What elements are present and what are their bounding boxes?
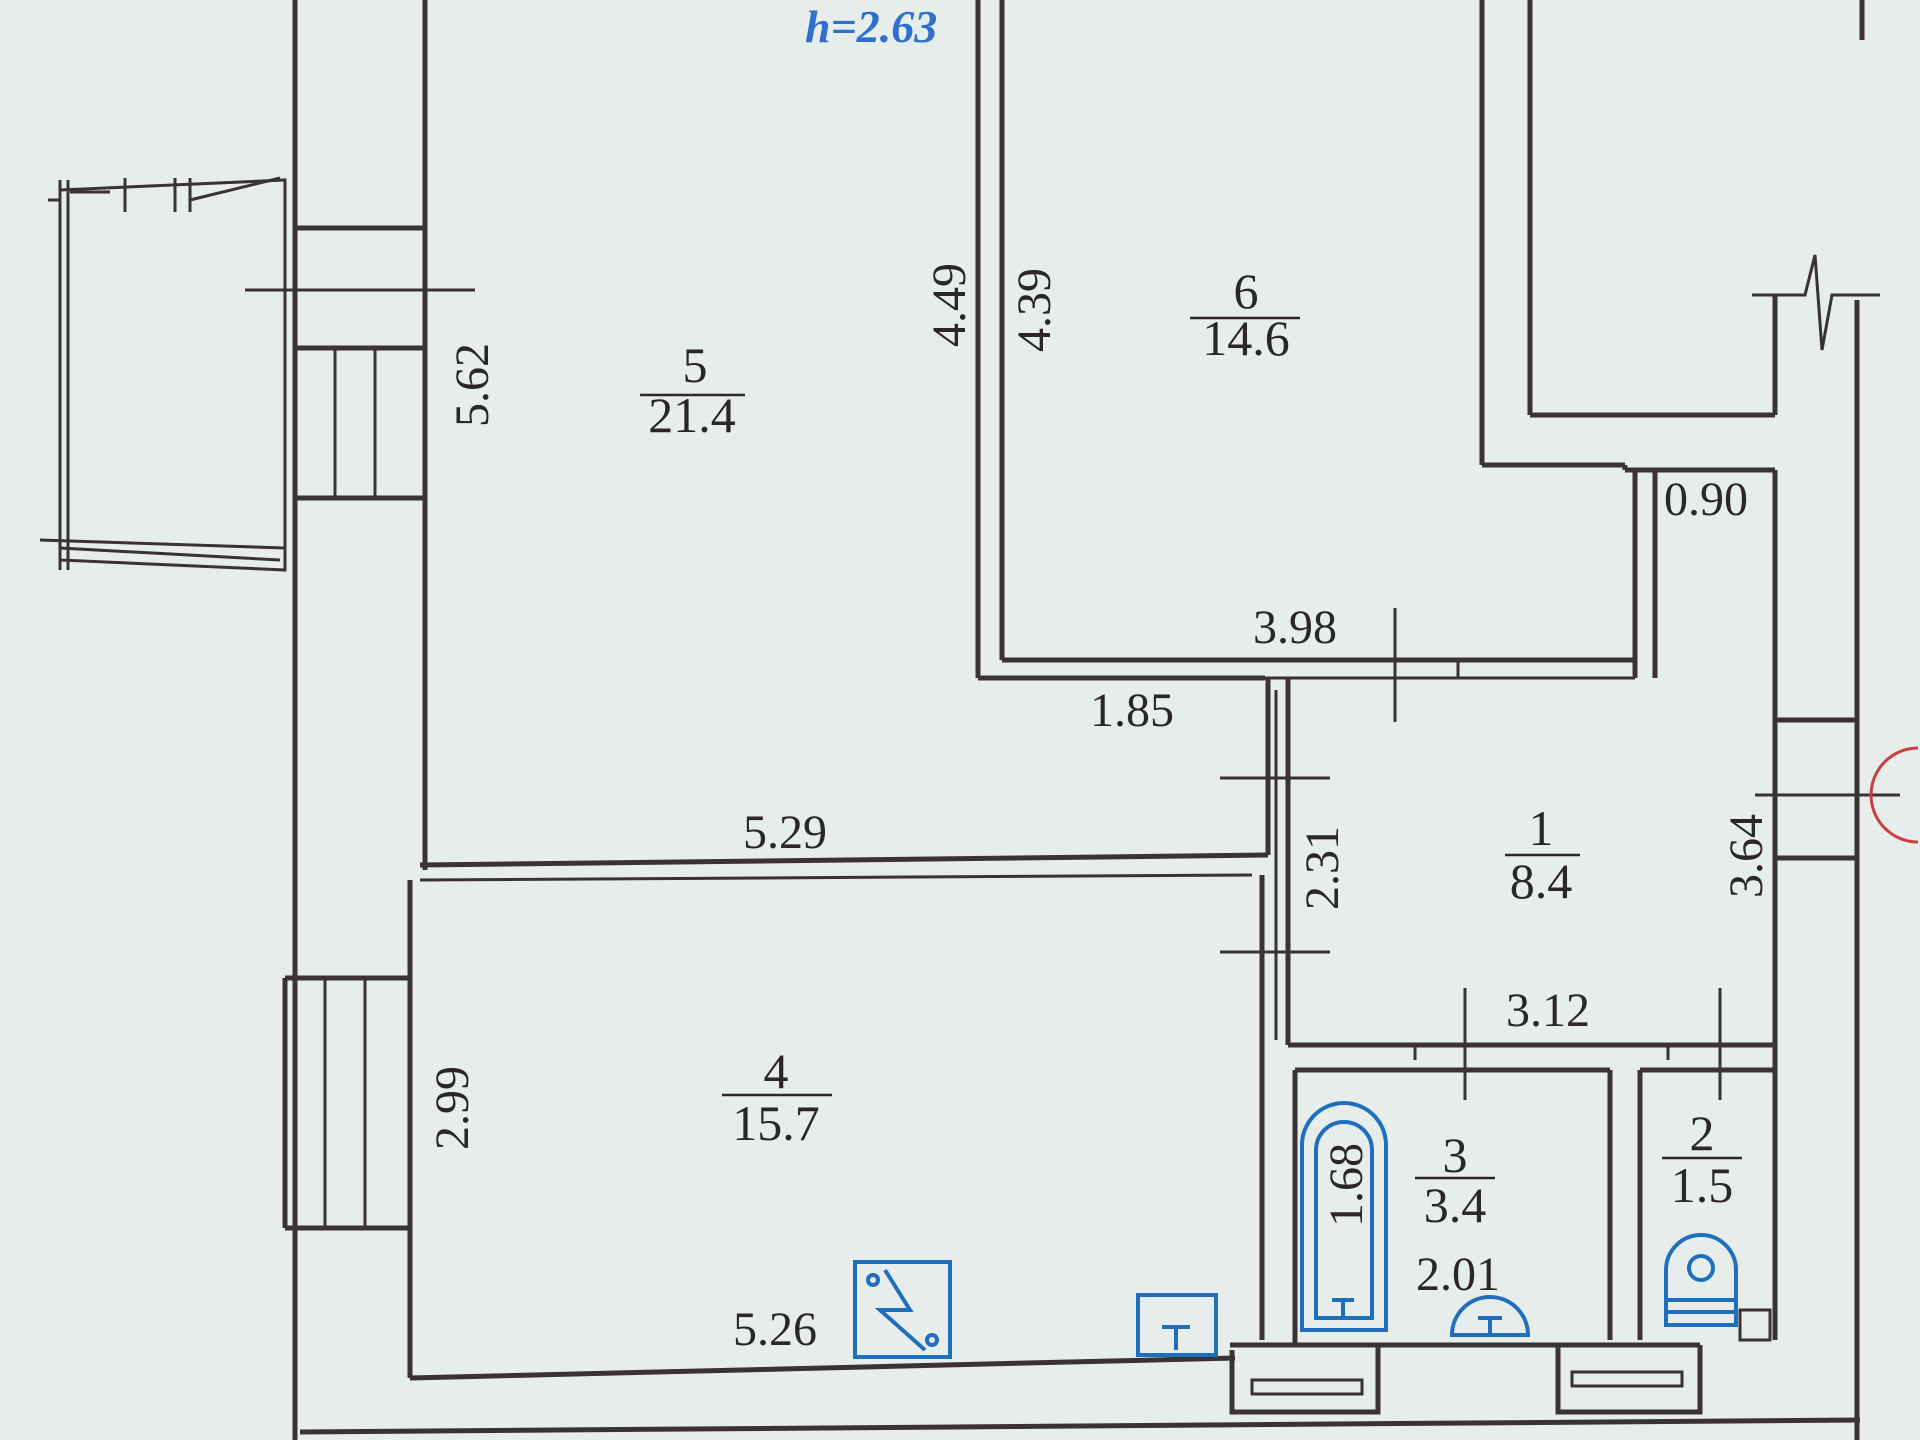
room-number: 3 — [1443, 1127, 1468, 1183]
dim-room6-height: 4.39 — [1008, 268, 1061, 352]
room-3-label: 3 3.4 — [1415, 1127, 1495, 1233]
room-area: 3.4 — [1424, 1177, 1487, 1233]
left-outer-wall — [245, 0, 475, 1440]
sink-icon — [1449, 1295, 1531, 1337]
room-area: 1.5 — [1671, 1157, 1734, 1213]
marker-circle — [1869, 746, 1919, 844]
room-1-label: 1 8.4 — [1505, 800, 1580, 909]
balcony — [39, 176, 287, 572]
room-2-label: 2 1.5 — [1662, 1105, 1742, 1213]
room-number: 2 — [1690, 1105, 1715, 1161]
dim-hall-right: 3.64 — [1720, 814, 1773, 898]
dim-hall-height: 2.31 — [1296, 826, 1349, 910]
room-area: 14.6 — [1202, 310, 1290, 366]
dim-room4-width-bottom: 5.26 — [733, 1303, 817, 1356]
room-area: 15.7 — [732, 1095, 820, 1151]
dim-bath-length: 1.68 — [1320, 1143, 1373, 1227]
kitchen-sink-icon — [1136, 1293, 1218, 1357]
interior-walls — [299, 0, 1900, 1440]
room-5-label: 5 21.4 — [640, 337, 745, 443]
room-number: 5 — [683, 337, 708, 393]
dimension-ticks — [1220, 608, 1722, 1100]
room-area: 8.4 — [1510, 853, 1573, 909]
dim-hall-top: 1.85 — [1090, 684, 1174, 737]
toilet-icon — [1664, 1233, 1738, 1327]
dim-bath-width-bottom: 2.01 — [1416, 1248, 1500, 1301]
room-number: 6 — [1234, 263, 1259, 319]
dim-room4-height: 2.99 — [426, 1066, 479, 1150]
dim-room6-width: 3.98 — [1253, 601, 1337, 654]
room-6-label: 6 14.6 — [1190, 263, 1300, 366]
dim-room4-width-top: 5.29 — [743, 806, 827, 859]
room-area: 21.4 — [648, 387, 736, 443]
room-4-label: 4 15.7 — [722, 1043, 832, 1151]
ceiling-height-label: h=2.63 — [805, 1, 937, 52]
dim-room5-wall: 4.49 — [923, 263, 976, 347]
dim-room5-height: 5.62 — [446, 343, 499, 427]
dim-bath-width: 3.12 — [1506, 984, 1590, 1037]
dim-closet-width: 0.90 — [1664, 473, 1748, 526]
room-number: 4 — [764, 1043, 789, 1099]
room-number: 1 — [1529, 800, 1554, 856]
bathtub-icon — [1300, 1101, 1388, 1332]
stove-icon — [853, 1260, 952, 1359]
